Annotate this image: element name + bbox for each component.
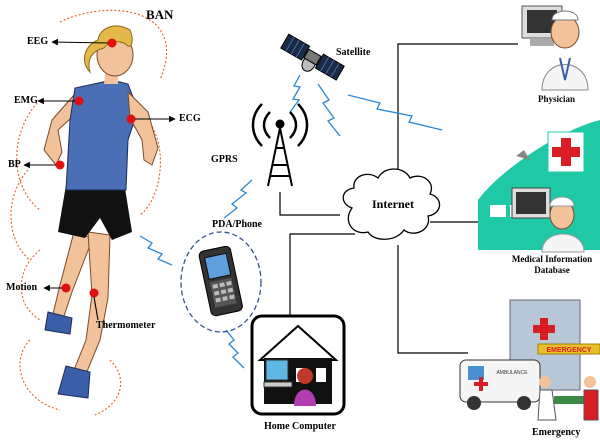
wireless-pda-home: [225, 329, 245, 369]
wireless-sat-tower: [289, 74, 302, 113]
label-satellite: Satellite: [336, 47, 371, 58]
label-internet: Internet: [372, 197, 414, 211]
label-ecg: ECG: [179, 113, 201, 124]
body-sensors: [55, 38, 136, 298]
wireless-tower-pda: [223, 179, 253, 219]
link-internet-home: [289, 233, 355, 318]
emergency-sign-text: EMERGENCY: [546, 347, 591, 354]
wireless-sat-internet: [317, 83, 341, 137]
link-tower-internet: [279, 192, 340, 216]
pda-phone-icon: [180, 231, 262, 333]
cell-tower-icon: [251, 103, 309, 187]
runner-figure: [43, 25, 159, 399]
label-gprs: GPRS: [211, 154, 238, 165]
network-links: [279, 43, 518, 354]
ambulance-text: AMBULANCE: [496, 370, 528, 376]
wireless-body-pda: [139, 235, 173, 266]
label-home-computer: Home Computer: [264, 421, 336, 432]
link-internet-physician: [397, 43, 518, 202]
sensor-thermometer: [89, 288, 99, 298]
label-eeg: EEG: [27, 36, 49, 47]
physician-icon: [521, 5, 589, 91]
sensor-eeg: [107, 38, 117, 48]
internet-cloud-icon: [342, 168, 441, 240]
diagram-title: BAN: [146, 7, 174, 22]
label-pda: PDA/Phone: [212, 219, 262, 230]
sensor-motion: [61, 283, 71, 293]
label-emg: EMG: [14, 95, 38, 106]
ban-waves: [10, 9, 168, 416]
satellite-icon: [280, 33, 345, 81]
label-bp: BP: [8, 159, 21, 170]
medical-database-icon: [478, 120, 600, 253]
home-computer-icon: [250, 314, 346, 416]
label-thermometer: Thermometer: [96, 320, 156, 331]
sensor-bp: [55, 160, 65, 170]
sensor-ecg: [126, 114, 136, 124]
sensor-arrows: [23, 38, 176, 321]
label-medical-db-line1: Medical Information: [511, 254, 593, 264]
label-emergency: Emergency: [532, 427, 581, 438]
sensor-emg: [74, 96, 84, 106]
label-medical-db-line2: Database: [534, 265, 570, 275]
label-physician: Physician: [538, 94, 576, 104]
link-internet-emergency: [397, 245, 468, 354]
wireless-sat-medical: [347, 94, 443, 131]
emergency-icon: EMERGENCY AMBULANCE: [459, 299, 600, 421]
label-motion: Motion: [6, 282, 38, 293]
wireless-links: [139, 74, 443, 369]
